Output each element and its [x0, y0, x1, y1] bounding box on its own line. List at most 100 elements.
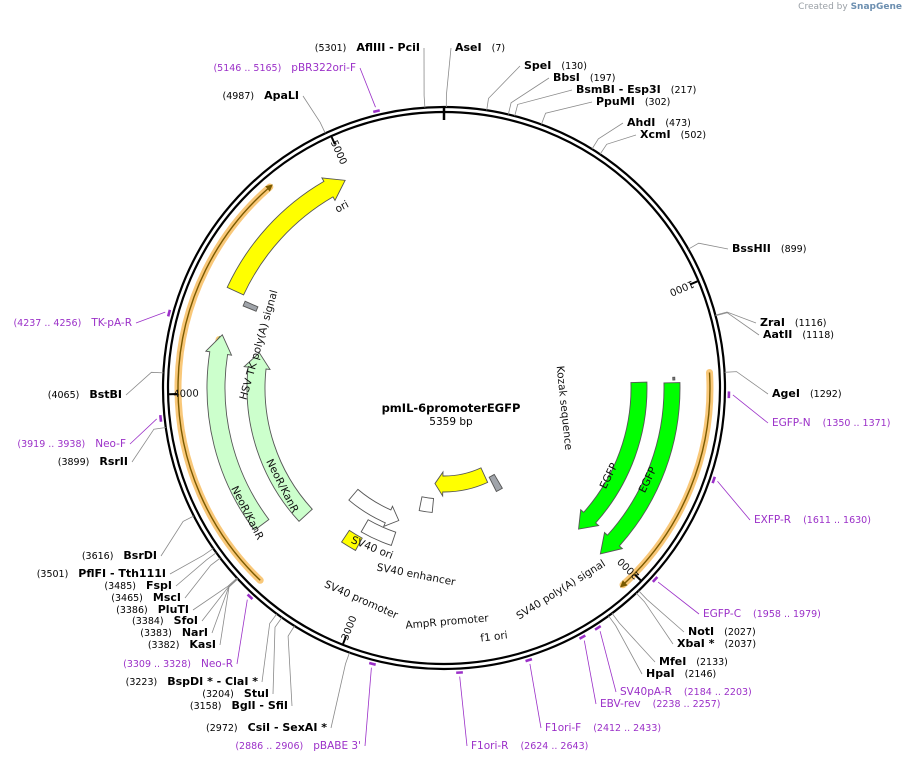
site-position: (2972)	[206, 723, 238, 734]
primer-site: (2886 .. 2906) pBABE 3'	[235, 740, 361, 752]
tick-label-5000: 5000	[328, 139, 348, 167]
site-position: (3383)	[140, 628, 172, 639]
feature-arrow	[578, 381, 648, 530]
site-leader	[330, 652, 350, 729]
orf-arrowhead	[265, 184, 273, 192]
site-name: XcmI	[640, 128, 671, 141]
plasmid-name: pmIL-6promoterEGFP	[382, 401, 521, 415]
feature-arrow	[599, 382, 681, 555]
site-name: BsrDI	[123, 549, 157, 562]
primer-mark	[525, 657, 533, 663]
primer-position: (1958 .. 1979)	[753, 609, 821, 620]
feature-label: SV40 poly(A) signal	[514, 558, 607, 623]
site-leader	[211, 578, 238, 634]
site-leader	[445, 47, 452, 108]
primer-position: (1611 .. 1630)	[803, 515, 871, 526]
primer-name: pBABE 3'	[313, 740, 361, 752]
site-leader	[287, 625, 295, 707]
restriction-site: PpuMI(302)	[596, 95, 670, 108]
primer-leader	[135, 311, 166, 324]
primer-position: (2184 .. 2203)	[684, 687, 752, 698]
feature-arrow	[204, 334, 270, 531]
feature-arrow	[340, 529, 363, 552]
site-name: BsmBI - Esp3I	[576, 83, 661, 96]
restriction-site: NotI (2027)	[688, 625, 756, 638]
site-name: RsrII	[99, 455, 128, 468]
site-position: (7)	[492, 43, 505, 54]
site-name: BssHII	[732, 242, 771, 255]
feature-arrow	[418, 496, 435, 513]
feature-arrow	[242, 300, 259, 312]
primer-mark	[372, 109, 381, 114]
site-position: (3465)	[111, 593, 143, 604]
site-position: (502)	[681, 130, 707, 141]
feature-arrow	[488, 473, 503, 493]
tick-mark	[634, 573, 642, 581]
tick-mark	[342, 636, 347, 645]
primer-mark	[368, 661, 376, 666]
site-leader	[688, 242, 729, 250]
primer-leader	[599, 631, 617, 693]
primer-mark	[166, 309, 172, 317]
restriction-site: (3386)PluTI	[116, 603, 189, 616]
restriction-site: MfeI(2133)	[659, 655, 728, 668]
primer-leader	[359, 67, 376, 108]
site-position: (2146)	[685, 669, 717, 680]
site-name: BstBI	[89, 388, 122, 401]
site-leader	[541, 101, 593, 125]
site-position: (3616)	[82, 551, 114, 562]
primer-position: (1350 .. 1371)	[823, 418, 891, 429]
feature-label: Kozak sequence	[554, 365, 575, 451]
primer-name: TK-pA-R	[90, 317, 132, 329]
primer-name: EBV-rev	[600, 698, 641, 710]
restriction-site: HpaI(2146)	[646, 667, 716, 680]
restriction-site: BbsI(197)	[553, 71, 615, 84]
site-name: AgeI	[772, 387, 800, 400]
restriction-site: (3204)StuI	[202, 687, 269, 700]
site-leader	[635, 592, 674, 645]
site-name: BglI - SfiI	[231, 699, 288, 712]
primer-site: F1ori-R (2624 .. 2643)	[471, 740, 588, 752]
restriction-site: ZraI(1116)	[760, 316, 827, 329]
primer-name: Neo-R	[201, 658, 233, 670]
primer-name: Neo-F	[95, 438, 126, 450]
restriction-sites: AseI(7)SpeI(130)BbsI(197)BsmBI - Esp3I(2…	[37, 41, 842, 734]
restriction-site: (3501)PflFI - Tth111I	[37, 567, 166, 580]
plasmid-size: 5359 bp	[429, 416, 473, 428]
restriction-site: BssHII(899)	[732, 242, 806, 255]
site-leader	[608, 615, 643, 675]
site-position: (2027)	[724, 627, 756, 638]
site-position: (5301)	[315, 43, 347, 54]
site-leader	[169, 548, 214, 575]
site-name: FspI	[146, 579, 172, 592]
site-name: NotI	[688, 625, 714, 638]
site-name: AatII	[763, 328, 792, 341]
primer-name: EGFP-N	[772, 417, 811, 429]
site-position: (1118)	[802, 330, 834, 341]
primer-name: F1ori-F	[545, 722, 581, 734]
snapgene-credit: Created by SnapGene	[798, 2, 902, 12]
primer-site: (3919 .. 3938)Neo-F	[17, 438, 126, 450]
backbone-outer	[161, 105, 727, 671]
primer-leader	[529, 663, 542, 729]
primer-name: F1ori-R	[471, 740, 508, 752]
tick-label-1000: 1000	[668, 277, 696, 297]
primer-name: EXFP-R	[754, 514, 791, 526]
site-leader	[219, 578, 239, 646]
feature-arrow	[672, 376, 676, 381]
site-position: (2037)	[724, 639, 756, 650]
site-leader	[184, 557, 221, 599]
site-name: StuI	[244, 687, 269, 700]
tick-label-4000: 4000	[173, 389, 199, 401]
site-leader	[423, 47, 426, 108]
site-name: NarI	[182, 626, 208, 639]
primer-leader	[236, 599, 248, 665]
primer-site: SV40pA-R(2184 .. 2203)	[620, 686, 752, 698]
site-name: AflIII - PciI	[356, 41, 420, 54]
primer-position: (2886 .. 2906)	[235, 741, 303, 752]
site-position: (3386)	[116, 605, 148, 616]
primer-position: (2624 .. 2643)	[520, 741, 588, 752]
site-leader	[514, 89, 573, 117]
orf-arrowhead	[620, 580, 628, 588]
primer-leader	[583, 640, 597, 705]
